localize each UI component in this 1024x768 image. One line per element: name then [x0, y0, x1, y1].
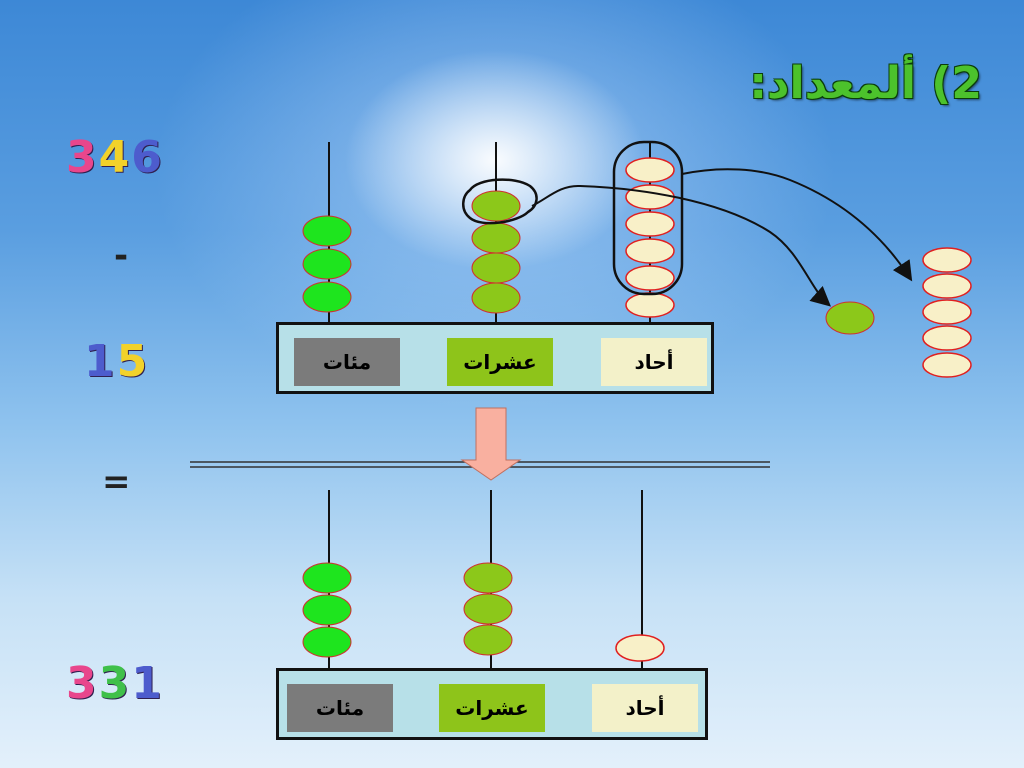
label-ones: أحاد: [601, 338, 707, 386]
digit: 3: [66, 132, 99, 183]
bead: [615, 634, 665, 662]
arrow-to-removed-tens: [531, 184, 831, 307]
bead: [302, 215, 352, 247]
abacus-base-bottom: مئات عشرات أحاد: [276, 668, 708, 740]
bead: [922, 247, 972, 273]
bead: [463, 624, 513, 656]
arrow-to-removed-ones: [681, 168, 913, 282]
label-tens: عشرات: [447, 338, 553, 386]
bead: [463, 562, 513, 594]
bead: [625, 238, 675, 264]
bead: [302, 626, 352, 658]
bead: [471, 222, 521, 254]
bead: [471, 190, 521, 222]
beads-ones-bottom: [615, 634, 665, 662]
first-number: 346: [66, 132, 164, 183]
bead: [625, 265, 675, 291]
bead: [625, 292, 675, 318]
bead: [302, 248, 352, 280]
bead: [302, 281, 352, 313]
label-ones: أحاد: [592, 684, 698, 732]
bead: [302, 594, 352, 626]
beads-tens-bottom: [463, 562, 513, 656]
beads-ones-top: [625, 157, 675, 318]
bead: [625, 157, 675, 183]
abacus-base-top: مئات عشرات أحاد: [276, 322, 714, 394]
label-tens: عشرات: [439, 684, 545, 732]
digit: 3: [98, 658, 132, 709]
bead: [471, 252, 521, 284]
bead: [625, 211, 675, 237]
minus-sign: -: [114, 236, 129, 276]
second-number: 15: [84, 336, 149, 387]
digit: 1: [84, 336, 117, 387]
bead: [922, 299, 972, 325]
digit: 3: [66, 658, 99, 709]
bead: [471, 282, 521, 314]
bead: [302, 562, 352, 594]
circle-around-tens-bead: [462, 178, 538, 225]
beads-hundreds-bottom: [302, 562, 352, 658]
bead: [922, 352, 972, 378]
label-hundreds: مئات: [287, 684, 393, 732]
bead: [463, 593, 513, 625]
beads-tens-top: [471, 190, 521, 314]
digit: 1: [131, 658, 164, 709]
bead: [922, 325, 972, 351]
equals-sign: =: [102, 462, 131, 502]
beads-hundreds-top: [302, 215, 352, 313]
loop-around-ones-beads: [612, 140, 684, 296]
bead: [922, 273, 972, 299]
bead: [625, 184, 675, 210]
digit: 5: [116, 336, 150, 387]
result-number: 331: [66, 658, 164, 709]
removed-tens-bead: [825, 301, 875, 335]
removed-ones-beads: [922, 247, 972, 378]
label-hundreds: مئات: [294, 338, 400, 386]
digit: 6: [131, 132, 164, 183]
slide-title: 2) ألمعداد:: [749, 58, 982, 109]
down-arrow-icon: [460, 407, 522, 481]
digit: 4: [98, 132, 132, 183]
